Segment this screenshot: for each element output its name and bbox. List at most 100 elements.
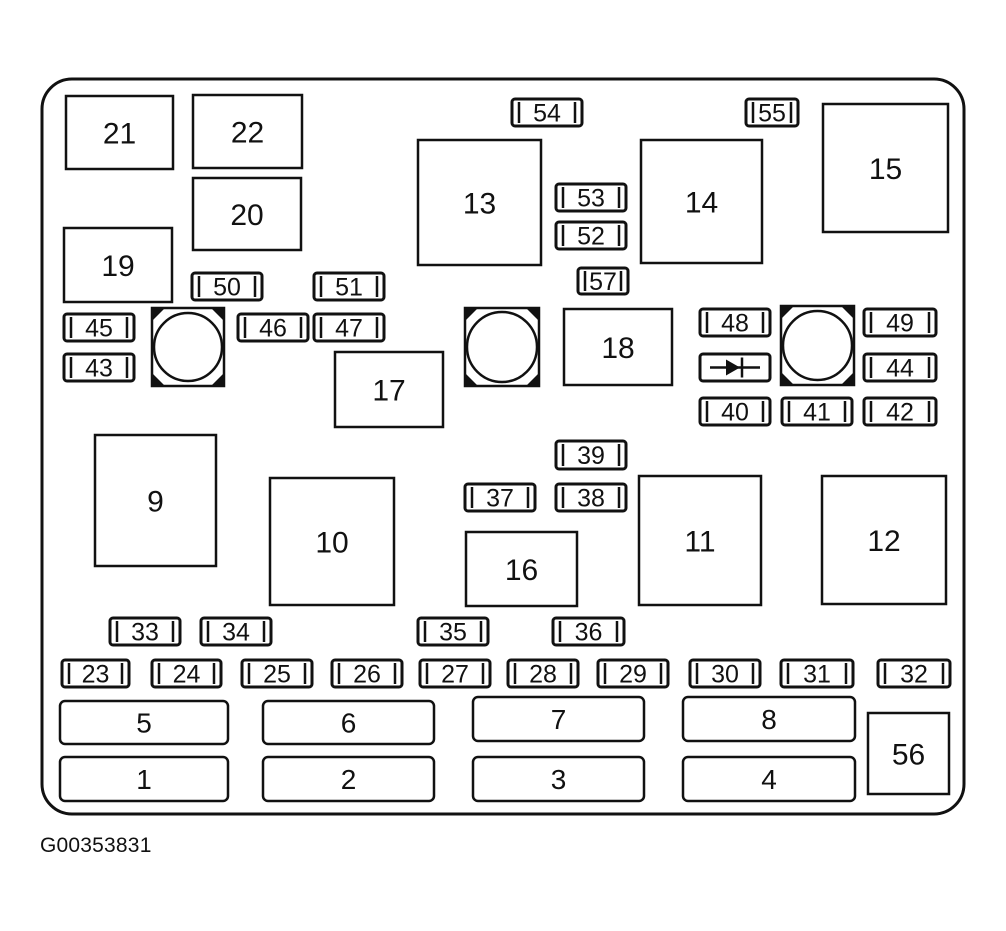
figure-id: G00353831 (40, 834, 152, 857)
mini-fuse-label-40: 40 (721, 399, 749, 427)
mini-fuse-label-43: 43 (85, 355, 113, 383)
mini-fuse-40 (698, 396, 772, 427)
maxi-fuse-6 (261, 699, 436, 746)
relay-box-14 (639, 138, 764, 265)
mini-fuse-46 (236, 312, 310, 343)
mini-fuse-29 (596, 658, 670, 689)
relay-box-19 (62, 226, 174, 304)
mini-fuse-label-55: 55 (758, 100, 786, 128)
mini-fuse-24 (150, 658, 223, 689)
relay-label-14: 14 (685, 186, 718, 219)
mini-fuse-44 (862, 352, 938, 383)
mini-fuse-label-35: 35 (439, 619, 467, 647)
socket-corner (465, 373, 478, 386)
mini-fuse-26 (330, 658, 404, 689)
maxi-fuse-7 (471, 695, 646, 743)
mini-fuse-label-42: 42 (886, 399, 914, 427)
mini-fuse-36 (551, 616, 626, 647)
relay-box-20 (191, 176, 303, 252)
maxi-fuse-label-4: 4 (761, 764, 777, 795)
maxi-fuse-label-5: 5 (136, 708, 152, 739)
mini-fuse-25 (240, 658, 314, 689)
relay-box-15 (821, 102, 950, 234)
mini-fuse-label-47: 47 (335, 315, 363, 343)
mini-fuse-42 (862, 396, 938, 427)
mini-fuse-43 (62, 352, 136, 383)
relay-label-19: 19 (101, 250, 134, 283)
mini-fuse-38 (554, 482, 628, 513)
maxi-fuse-label-6: 6 (341, 708, 357, 739)
mini-fuse-23 (60, 658, 131, 689)
mini-fuse-label-38: 38 (577, 485, 605, 513)
mini-fuse-label-51: 51 (335, 274, 363, 302)
mini-fuse-37 (463, 482, 537, 513)
socket-corner (211, 373, 224, 386)
mini-fuse-label-41: 41 (803, 399, 831, 427)
maxi-fuse-label-1: 1 (136, 764, 152, 795)
mini-fuse-label-26: 26 (353, 661, 381, 689)
mini-fuse-label-25: 25 (263, 661, 291, 689)
relay-box-18 (562, 307, 674, 387)
mini-fuse-label-53: 53 (577, 185, 605, 213)
fuse-block-outline (40, 77, 966, 816)
mini-fuse-label-28: 28 (529, 661, 557, 689)
mini-fuse-label-57: 57 (589, 268, 617, 296)
mini-fuse-label-27: 27 (441, 661, 469, 689)
mini-fuse-label-37: 37 (486, 485, 514, 513)
mini-fuse-39 (554, 439, 628, 471)
mini-fuse-33 (108, 616, 182, 647)
mini-fuse-label-31: 31 (803, 661, 831, 689)
mini-fuse-label-33: 33 (131, 619, 159, 647)
mini-fuse-49 (862, 307, 938, 338)
mini-fuse-label-34: 34 (222, 619, 250, 647)
socket-corner (526, 373, 539, 386)
mini-fuse-label-49: 49 (886, 310, 914, 338)
socket-corner (781, 306, 794, 319)
relay-label-56: 56 (892, 738, 925, 771)
relay-label-13: 13 (463, 187, 496, 220)
mini-fuse-label-23: 23 (82, 661, 110, 689)
mini-fuse-label-54: 54 (533, 100, 561, 128)
relay-socket-circle (465, 310, 539, 384)
mini-fuse-47 (312, 312, 386, 343)
maxi-fuse-3 (471, 755, 646, 803)
relay-label-22: 22 (231, 116, 264, 149)
relay-box-13 (416, 138, 543, 267)
mini-fuse-28 (506, 658, 580, 689)
socket-corner (526, 308, 539, 321)
mini-fuse-label-29: 29 (619, 661, 647, 689)
maxi-fuse-label-8: 8 (761, 704, 777, 735)
socket-corner (841, 306, 854, 319)
maxi-fuse-4 (681, 755, 857, 803)
relay-box-9 (93, 433, 218, 568)
maxi-fuse-5 (58, 699, 230, 746)
mini-fuse-label-50: 50 (213, 274, 241, 302)
maxi-fuse-label-2: 2 (341, 764, 357, 795)
mini-fuse-34 (199, 616, 273, 647)
mini-fuse-27 (418, 658, 492, 689)
relay-label-20: 20 (230, 199, 263, 232)
mini-fuse-57 (576, 266, 630, 296)
maxi-fuse-label-7: 7 (551, 704, 567, 735)
mini-fuse-label-36: 36 (575, 619, 603, 647)
maxi-fuse-8 (681, 695, 857, 743)
mini-fuse-30 (688, 658, 762, 689)
mini-fuse-label-32: 32 (900, 661, 928, 689)
relay-box-56 (866, 711, 951, 796)
relay-box-22 (191, 93, 304, 170)
mini-fuse-54 (510, 97, 584, 128)
mini-fuse-32 (876, 658, 952, 689)
relay-label-9: 9 (147, 485, 164, 518)
relay-socket-circle (781, 309, 854, 382)
relay-label-11: 11 (684, 525, 715, 558)
relay-label-10: 10 (315, 526, 348, 559)
mini-fuse-label-48: 48 (721, 310, 749, 338)
mini-fuse-51 (312, 271, 386, 302)
socket-corner (152, 308, 165, 321)
relay-label-16: 16 (505, 554, 538, 587)
mini-fuse-41 (780, 396, 854, 427)
socket-corner (152, 373, 165, 386)
relay-box-10 (268, 476, 396, 607)
relay-label-18: 18 (601, 332, 634, 365)
